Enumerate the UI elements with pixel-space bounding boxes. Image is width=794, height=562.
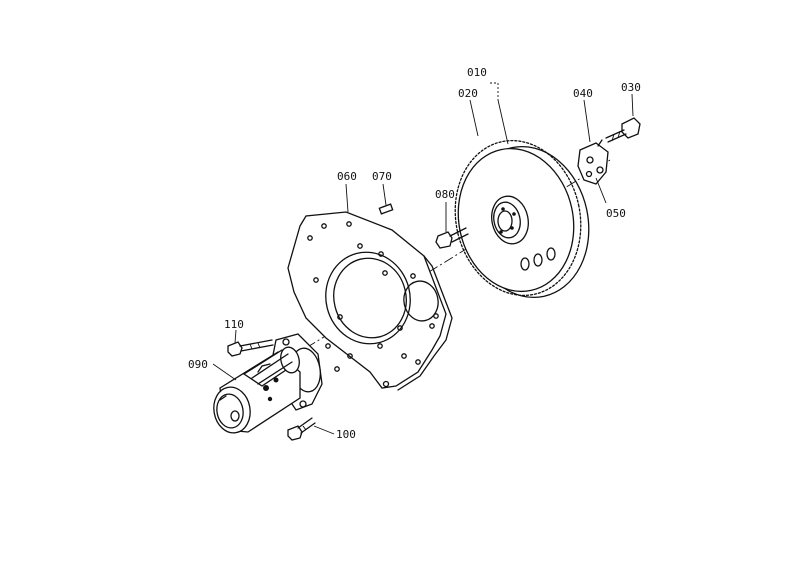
flywheel-housing-bolt[interactable] [435,227,469,249]
flywheel-ring-gear[interactable] [441,129,602,309]
callout-010: 010 [467,66,487,79]
callout-090: 090 [188,358,208,371]
starter-motor[interactable] [210,333,323,436]
flywheel-bolt[interactable] [605,117,641,143]
callout-050: 050 [606,207,626,220]
dowel-pin[interactable] [378,203,394,215]
leader-lines [212,82,634,435]
callout-020: 020 [458,87,478,100]
callout-060: 060 [337,170,357,183]
starter-bolt-upper[interactable] [227,339,274,357]
engine-end-plate[interactable] [287,211,453,391]
callout-080: 080 [435,188,455,201]
callout-030: 030 [621,81,641,94]
starter-bolt-lower[interactable] [287,417,316,441]
callout-110: 110 [224,318,244,331]
callout-070: 070 [372,170,392,183]
flywheel-lock-plate[interactable] [577,139,609,185]
callout-100: 100 [336,428,356,441]
callout-040: 040 [573,87,593,100]
